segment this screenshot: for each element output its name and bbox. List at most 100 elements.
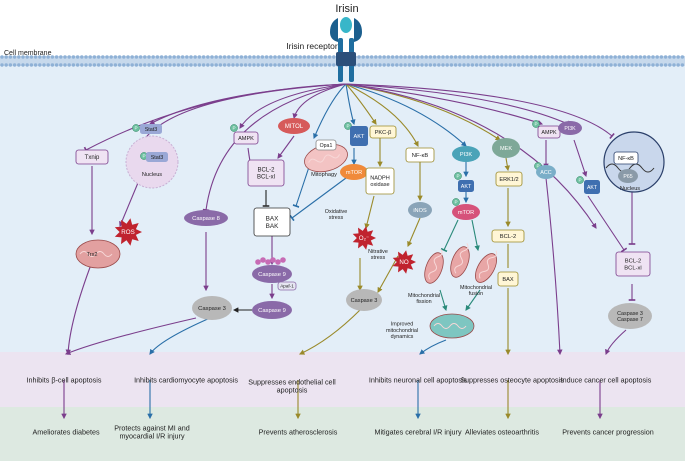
node-acc: ACC (536, 165, 556, 179)
lipid-head (567, 63, 571, 67)
node-trx2-mito-outer (75, 239, 121, 269)
lipid-head (315, 55, 319, 59)
lipid-head (563, 55, 567, 59)
membrane-label: Cell membrane (4, 50, 52, 57)
lipid-head (500, 63, 504, 67)
lipid-head (113, 55, 118, 59)
lipid-head (533, 63, 538, 67)
arrow-casp3-betacell (64, 317, 197, 355)
lipid-head (504, 63, 508, 67)
lipid-head (441, 55, 445, 59)
lipid-head (59, 55, 63, 59)
lipid-head (92, 63, 97, 67)
lipid-head (390, 55, 395, 59)
arrow-akt3-bcl2 (587, 195, 628, 253)
mito-improved-outer (429, 313, 475, 339)
lipid-head (579, 63, 584, 67)
lipid-head (378, 55, 382, 59)
disease-outcome: Ameliorates diabetes (32, 428, 100, 437)
arrow-to-caspase8 (202, 83, 347, 212)
lipid-head (176, 63, 181, 67)
lipid-head (319, 63, 323, 67)
lipid-head (25, 63, 29, 67)
mito-improved-cristae (433, 323, 467, 329)
arrow-fusion-mito (465, 289, 481, 311)
arrow-mitophagy-baxbak (292, 163, 311, 208)
phospho-marker: P (452, 198, 460, 206)
lipid-head (168, 55, 172, 59)
lipid-head (621, 63, 626, 67)
lipid-head (416, 55, 420, 59)
lipid-head (600, 63, 605, 67)
lipid-head (84, 63, 88, 67)
lipid-head (395, 63, 399, 67)
lipid-head (197, 55, 202, 59)
node-ampk-1-label: AMPK (238, 136, 254, 142)
lipid-head (159, 63, 164, 67)
nucleus-left-label: Nucleus (142, 172, 162, 178)
lipid-head (227, 55, 231, 59)
lipid-head (479, 55, 483, 59)
lipid-head (193, 63, 197, 67)
phospho-circle (132, 124, 140, 132)
lipid-head (546, 55, 550, 59)
mito-improved (429, 313, 475, 339)
lipid-head (680, 55, 685, 59)
lipid-head (407, 63, 412, 67)
phospho-circle (454, 172, 462, 180)
lipid-head (0, 63, 4, 67)
arrow-to-ampk2 (345, 83, 544, 126)
lipid-head (626, 55, 630, 59)
lipid-head (676, 55, 680, 59)
lipid-head (281, 63, 286, 67)
disease-outcome: Prevents atherosclerosis (259, 428, 338, 437)
lipid-head (516, 55, 521, 59)
arrow-mtor-baxbak (289, 177, 347, 222)
lipid-head (0, 55, 4, 59)
lipid-head (42, 55, 46, 59)
phospho-label: P (536, 164, 539, 169)
lipid-head (453, 55, 458, 59)
phospho-marker: P (344, 122, 352, 130)
lipid-head (155, 63, 160, 67)
lipid-head (487, 55, 491, 59)
phospho-label: P (232, 126, 235, 131)
lipid-head (584, 55, 588, 59)
node-ros-shape (114, 218, 142, 246)
lipid-head (563, 63, 567, 67)
lipid-head (374, 55, 378, 59)
node-pi3k-2-shape (558, 121, 582, 135)
node-ampk-1: AMPK (233, 131, 259, 145)
lipid-head (399, 55, 403, 59)
lipid-head (655, 55, 659, 59)
node-ampk-1-shape (233, 131, 259, 145)
node-ros: ROS (114, 218, 142, 246)
lipid-head (395, 55, 399, 59)
lipid-head (138, 63, 143, 67)
node-apaf1-shape (277, 281, 297, 291)
node-pkcb-label: PKC-β (375, 130, 392, 136)
lipid-head (147, 63, 151, 67)
lipid-head (239, 63, 244, 67)
lipid-head (537, 55, 542, 59)
apoptosome-bead (265, 259, 271, 265)
lipid-head (264, 55, 269, 59)
lipid-head (588, 55, 592, 59)
lipid-head (416, 63, 420, 67)
node-mitol-shape (278, 118, 310, 134)
arrow-to-nfkb1 (345, 83, 419, 147)
lipid-head (298, 63, 302, 67)
lipid-head (96, 63, 101, 67)
lipid-head (651, 63, 655, 67)
lipid-head (600, 55, 605, 59)
node-ampk-2-shape (537, 125, 561, 139)
node-stat3-nuc: Stat3 (146, 152, 168, 162)
lipid-head (12, 63, 17, 67)
